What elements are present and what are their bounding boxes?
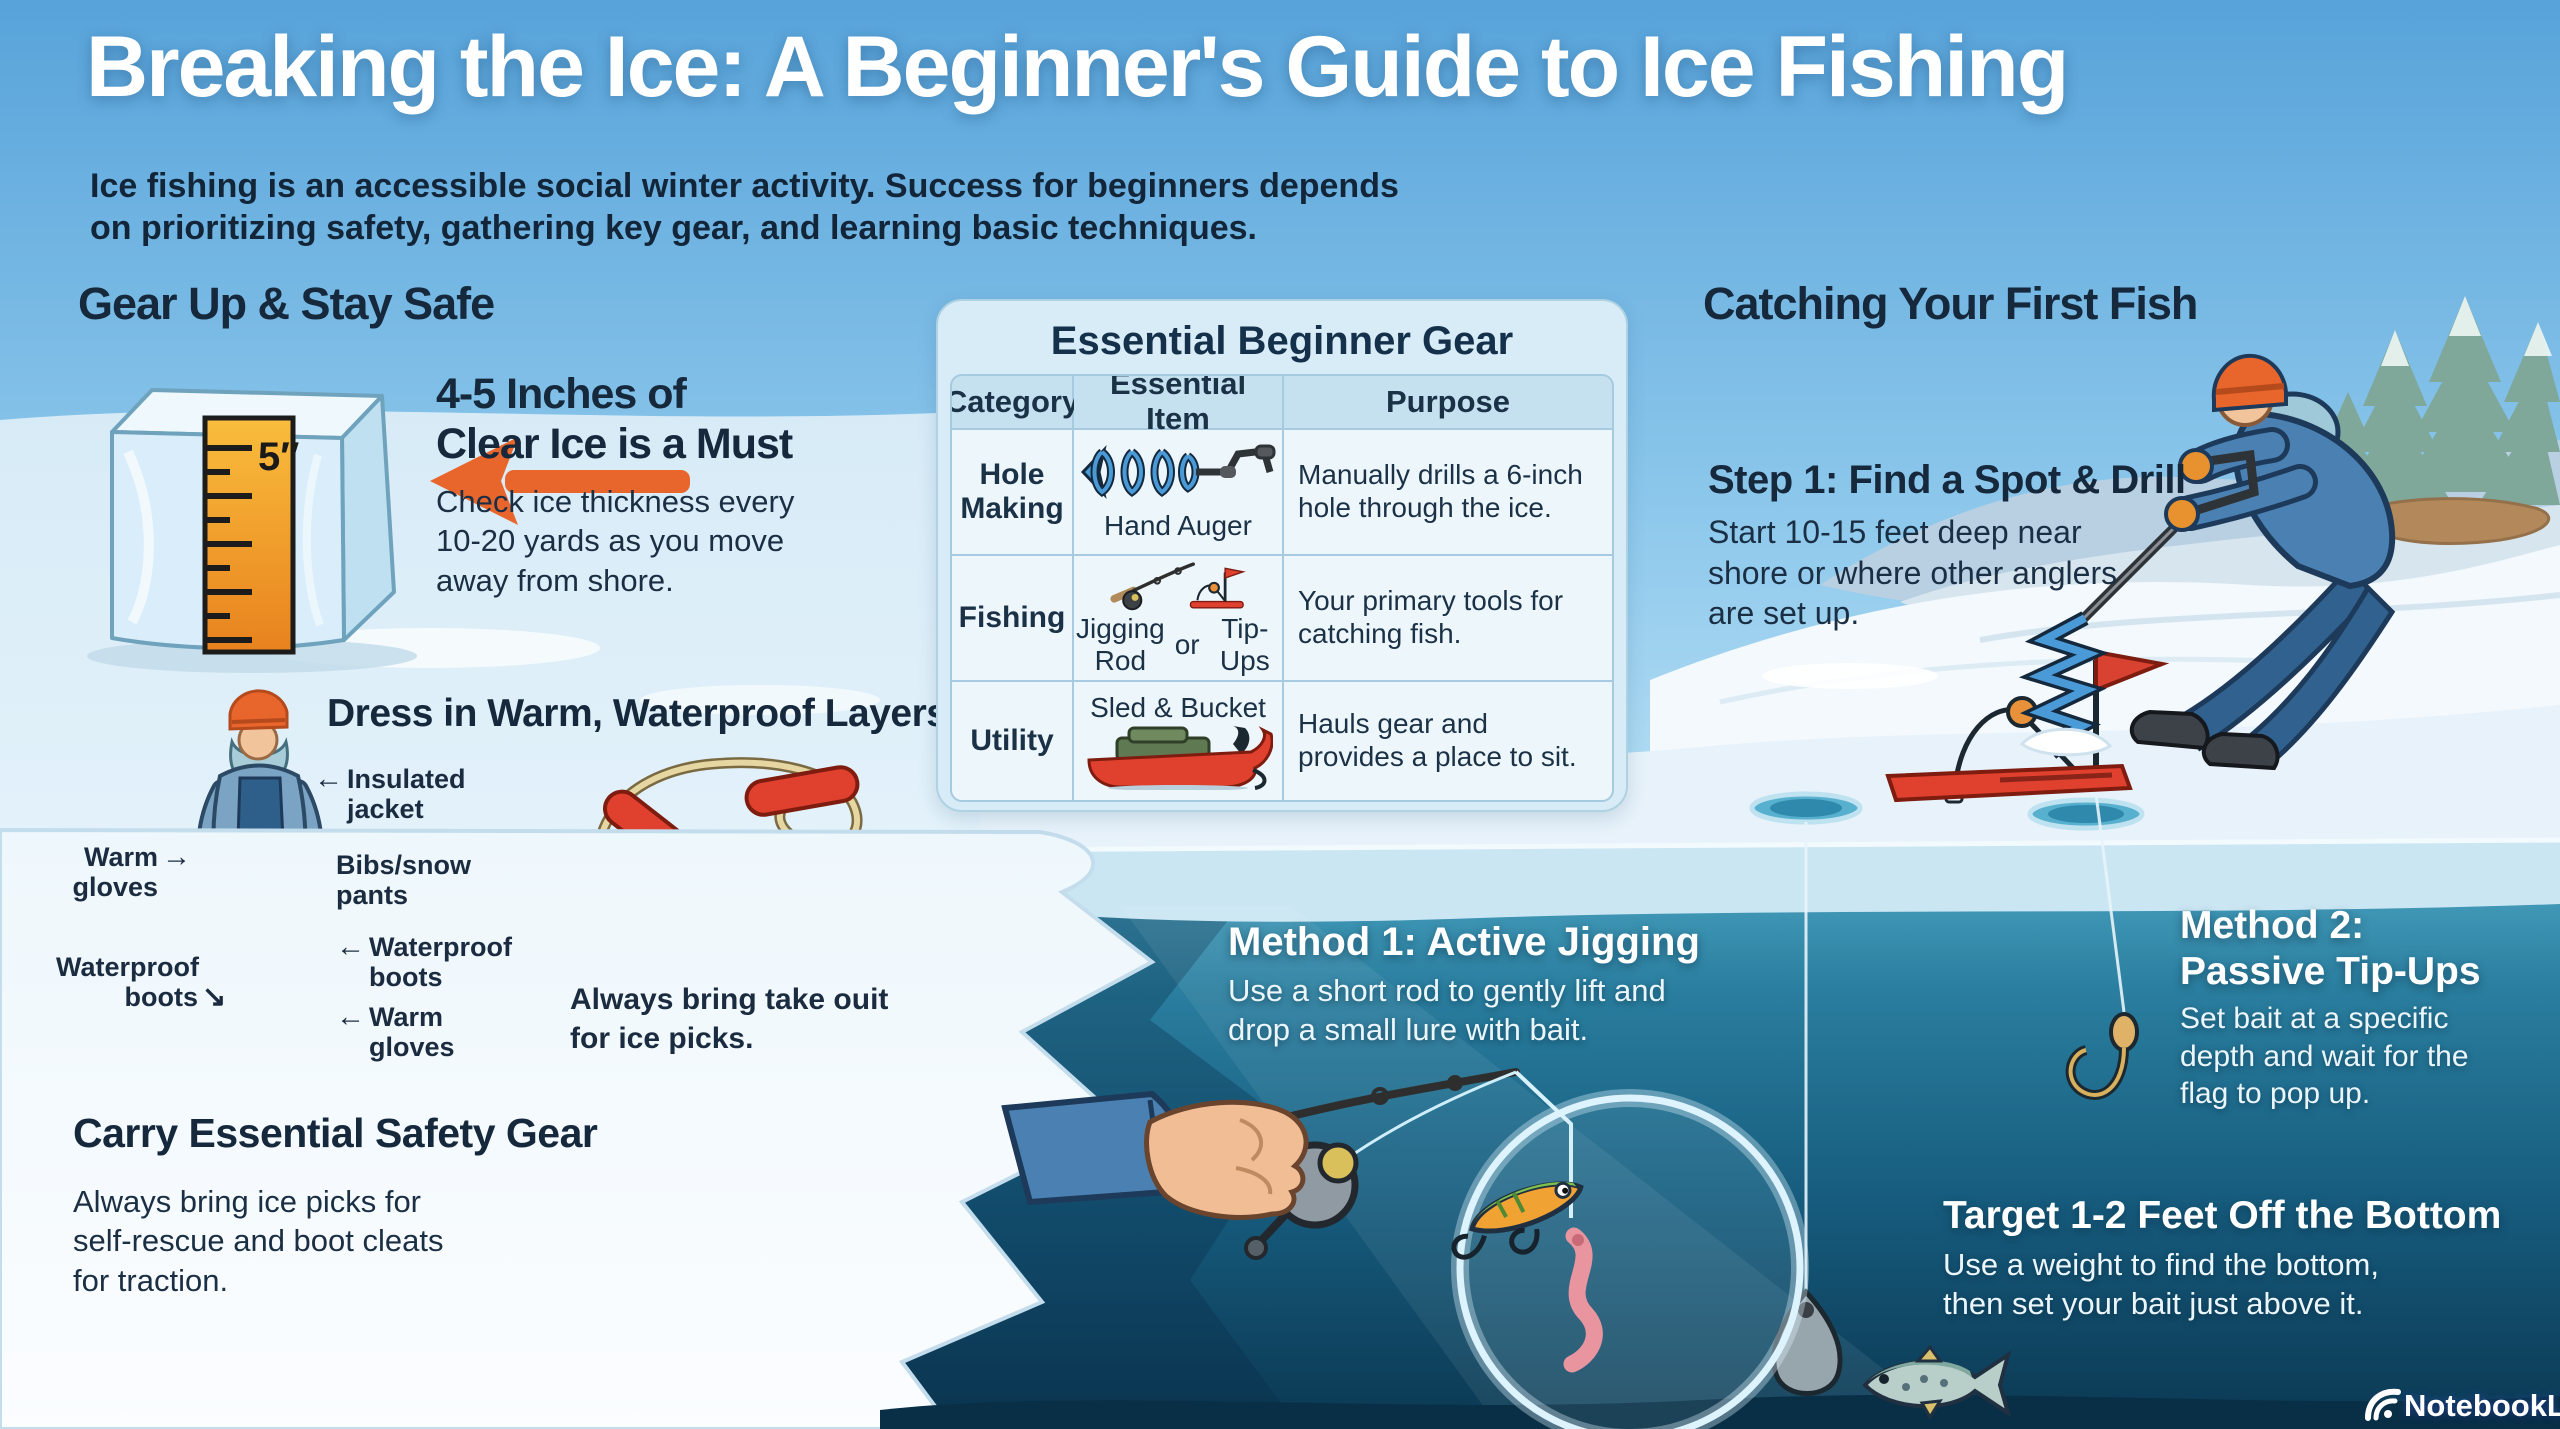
ice-picks-note: Always bring take ouit for ice picks. [570, 983, 889, 1055]
method1-body: Use a short rod to gently lift and drop … [1228, 973, 1666, 1047]
angler-drilling-illustration [2018, 353, 2396, 771]
brand-label: NotebookLM [2404, 1388, 2560, 1423]
table-row-purpose: Manually drills a 6-inch hole through th… [1284, 430, 1612, 554]
pick-handle [744, 765, 860, 817]
left-arrow-icon: ← [336, 931, 365, 963]
tip-up-line-and-hook [2065, 793, 2139, 1100]
sled-icon [1087, 725, 1273, 790]
table-row-category: Utility [952, 682, 1072, 800]
angler-glove [2178, 448, 2214, 484]
dress-heading: Dress in Warm, Waterproof Layers [327, 692, 948, 735]
column-header-item: Essential Item [1074, 376, 1282, 436]
angler-glove [2164, 496, 2200, 532]
ice-callout-line1: 4-5 Inches of [436, 370, 687, 418]
gear-table-grid: Category Essential Item Purpose Hole Mak… [950, 374, 1614, 802]
table-row-item: Jigging Rod or Tip-Ups [1074, 556, 1282, 680]
safety-heading: Carry Essential Safety Gear [73, 1110, 598, 1156]
jigging-rod-and-tip-up-icon [1110, 562, 1246, 611]
bait-icon [2109, 1012, 2139, 1052]
light-beam [1120, 905, 1960, 1429]
drill-snow-mound [2019, 727, 2113, 757]
down-right-arrow-icon: ↘ [202, 981, 227, 1014]
jigging-hand-illustration [1001, 1068, 1520, 1260]
label-insulated-jacket: ← Insulated jacket [314, 763, 466, 825]
tip-up-flag-icon [2094, 649, 2170, 693]
gear-up-heading: Gear Up & Stay Safe [78, 278, 495, 329]
right-arrow-icon: → [162, 841, 191, 873]
ice-callout-line2: Clear Ice is a Must [436, 420, 793, 468]
table-row-item: Sled & Bucket [1074, 682, 1282, 800]
step1-title: Step 1: Find a Spot & Drill [1708, 458, 2186, 502]
ice-thickness-value: 5″ [258, 435, 299, 479]
table-row-category: Hole Making [952, 430, 1072, 554]
target-title: Target 1-2 Feet Off the Bottom [1943, 1194, 2502, 1237]
method2-body: Set bait at a specific depth and wait fo… [2180, 1002, 2469, 1110]
target-body: Use a weight to find the bottom, then se… [1943, 1247, 2379, 1321]
hand-auger-icon [1080, 444, 1276, 500]
notebooklm-logo-icon [2365, 1388, 2401, 1421]
snow-cliff [0, 827, 1156, 1429]
magnifier-circle [1456, 1094, 1804, 1429]
column-header-purpose: Purpose [1284, 376, 1612, 428]
label-warm-gloves-left: Warm gloves → [72, 841, 191, 903]
table-row-purpose: Your primary tools for catching fish. [1284, 556, 1612, 680]
table-row-category: Fishing [952, 556, 1072, 680]
step1-body: Start 10-15 feet deep near shore or wher… [1708, 514, 2118, 632]
label-bibs-snow-pants: Bibs/snow pants [336, 850, 472, 911]
method1-title: Method 1: Active Jigging [1228, 920, 1700, 964]
label-waterproof-boots-right: ← Waterproof boots [336, 931, 512, 993]
lure-closeup-illustration [1451, 1070, 1809, 1429]
table-row-purpose: Hauls gear and provides a place to sit. [1284, 682, 1612, 800]
catching-heading: Catching Your First Fish [1703, 278, 2198, 329]
essential-gear-table: Essential Beginner Gear Category Essenti… [936, 299, 1628, 812]
gear-table-title: Essential Beginner Gear [1050, 319, 1514, 363]
method2-title-line1: Method 2: [2180, 904, 2365, 947]
left-arrow-icon: ← [336, 1001, 365, 1033]
method2-title-line2: Passive Tip-Ups [2180, 950, 2481, 993]
column-header-category: Category [952, 376, 1079, 428]
angler-boot [2201, 731, 2280, 771]
thickness-arrow-icon [430, 437, 690, 525]
ice-thickness-cube-illustration: 5″ [87, 388, 690, 673]
page-title: Breaking the Ice: A Beginner's Guide to … [86, 19, 2069, 115]
worm-bait-icon [1563, 1227, 1603, 1373]
ice-fishing-holes [1749, 791, 2145, 831]
lure-icon [1451, 1181, 1584, 1260]
label-waterproof-boots-left: Waterproof boots ↘ [56, 952, 227, 1014]
ice-callout-body: Check ice thickness every 10-20 yards as… [436, 484, 795, 598]
tip-up-illustration [1885, 649, 2170, 804]
page-subtitle-line2: on prioritizing safety, gathering key ge… [90, 209, 1257, 247]
ice-side-band [955, 838, 2560, 922]
label-warm-gloves-bottom: ← Warm gloves [336, 1001, 455, 1063]
page-subtitle-line1: Ice fishing is an accessible social wint… [90, 167, 1399, 205]
hand [1144, 1099, 1309, 1220]
depth-weight-illustration [1771, 822, 1843, 1396]
table-row-item: Hand Auger [1074, 430, 1282, 554]
left-arrow-icon: ← [314, 763, 343, 795]
angler-beanie-icon [2211, 353, 2288, 413]
angler-boot [2129, 709, 2210, 751]
safety-body: Always bring ice picks for self-rescue a… [73, 1184, 444, 1298]
fish-illustration [1862, 1344, 2012, 1420]
